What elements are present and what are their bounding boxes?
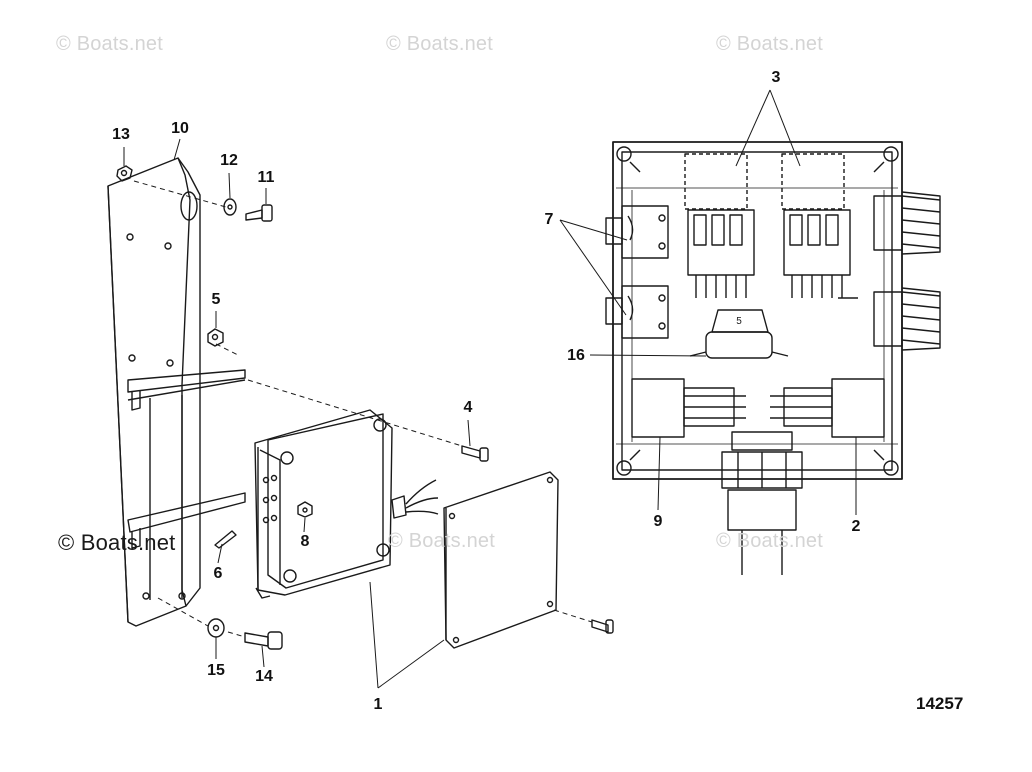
callout-1: 1	[373, 696, 383, 713]
callout-4: 4	[463, 399, 473, 416]
callout-10: 10	[171, 120, 189, 137]
nut-5	[207, 328, 224, 347]
callout-14: 14	[255, 668, 273, 685]
callout-16: 16	[567, 347, 585, 364]
circuit-breaker-lower	[605, 285, 669, 339]
callout-6: 6	[213, 565, 223, 582]
relay-outline-right	[781, 153, 845, 210]
connector-upper	[873, 191, 941, 255]
leader-lines	[123, 89, 857, 689]
terminal-block-2	[770, 378, 885, 438]
watermark-mid-center: © Boats.net	[388, 530, 495, 552]
callout-13: 13	[112, 126, 130, 143]
callout-5: 5	[211, 291, 221, 308]
bolt-14	[244, 631, 283, 650]
circuit-breaker-upper	[605, 205, 669, 259]
cable-gland-bottom	[721, 431, 803, 575]
drawing-number: 14257	[916, 694, 964, 713]
bolt-11	[245, 204, 273, 222]
callout-7: 7	[544, 211, 554, 228]
washer-12	[223, 198, 237, 216]
cover-screw	[591, 619, 614, 634]
relay-label: 5	[736, 316, 742, 327]
enclosure-box	[254, 409, 439, 599]
watermark-top-left: © Boats.net	[56, 33, 163, 55]
nut-13	[116, 165, 133, 182]
callout-8: 8	[300, 533, 310, 550]
relay-outline-left	[684, 153, 748, 210]
screw-6	[214, 530, 237, 549]
callout-11: 11	[257, 169, 275, 186]
callout-9: 9	[653, 513, 663, 530]
nut-8	[297, 501, 313, 518]
mounting-bracket	[107, 157, 246, 627]
screw-4	[461, 445, 489, 462]
cover-plate	[443, 471, 559, 649]
callout-12: 12	[220, 152, 238, 169]
watermark-top-center: © Boats.net	[386, 33, 493, 55]
relay-socket-left	[687, 209, 755, 298]
callout-3: 3	[771, 69, 781, 86]
relay-5	[689, 309, 789, 359]
relay-socket-right	[783, 209, 858, 299]
washer-15	[207, 618, 225, 638]
watermark-mid-right: © Boats.net	[716, 530, 823, 552]
terminal-block-9	[631, 378, 746, 438]
callout-15: 15	[207, 662, 225, 679]
alignment-lines	[133, 180, 593, 638]
callout-2: 2	[851, 518, 861, 535]
watermark-mid-left: © Boats.net	[58, 530, 176, 555]
watermark-top-right: © Boats.net	[716, 33, 823, 55]
connector-lower	[873, 287, 941, 351]
